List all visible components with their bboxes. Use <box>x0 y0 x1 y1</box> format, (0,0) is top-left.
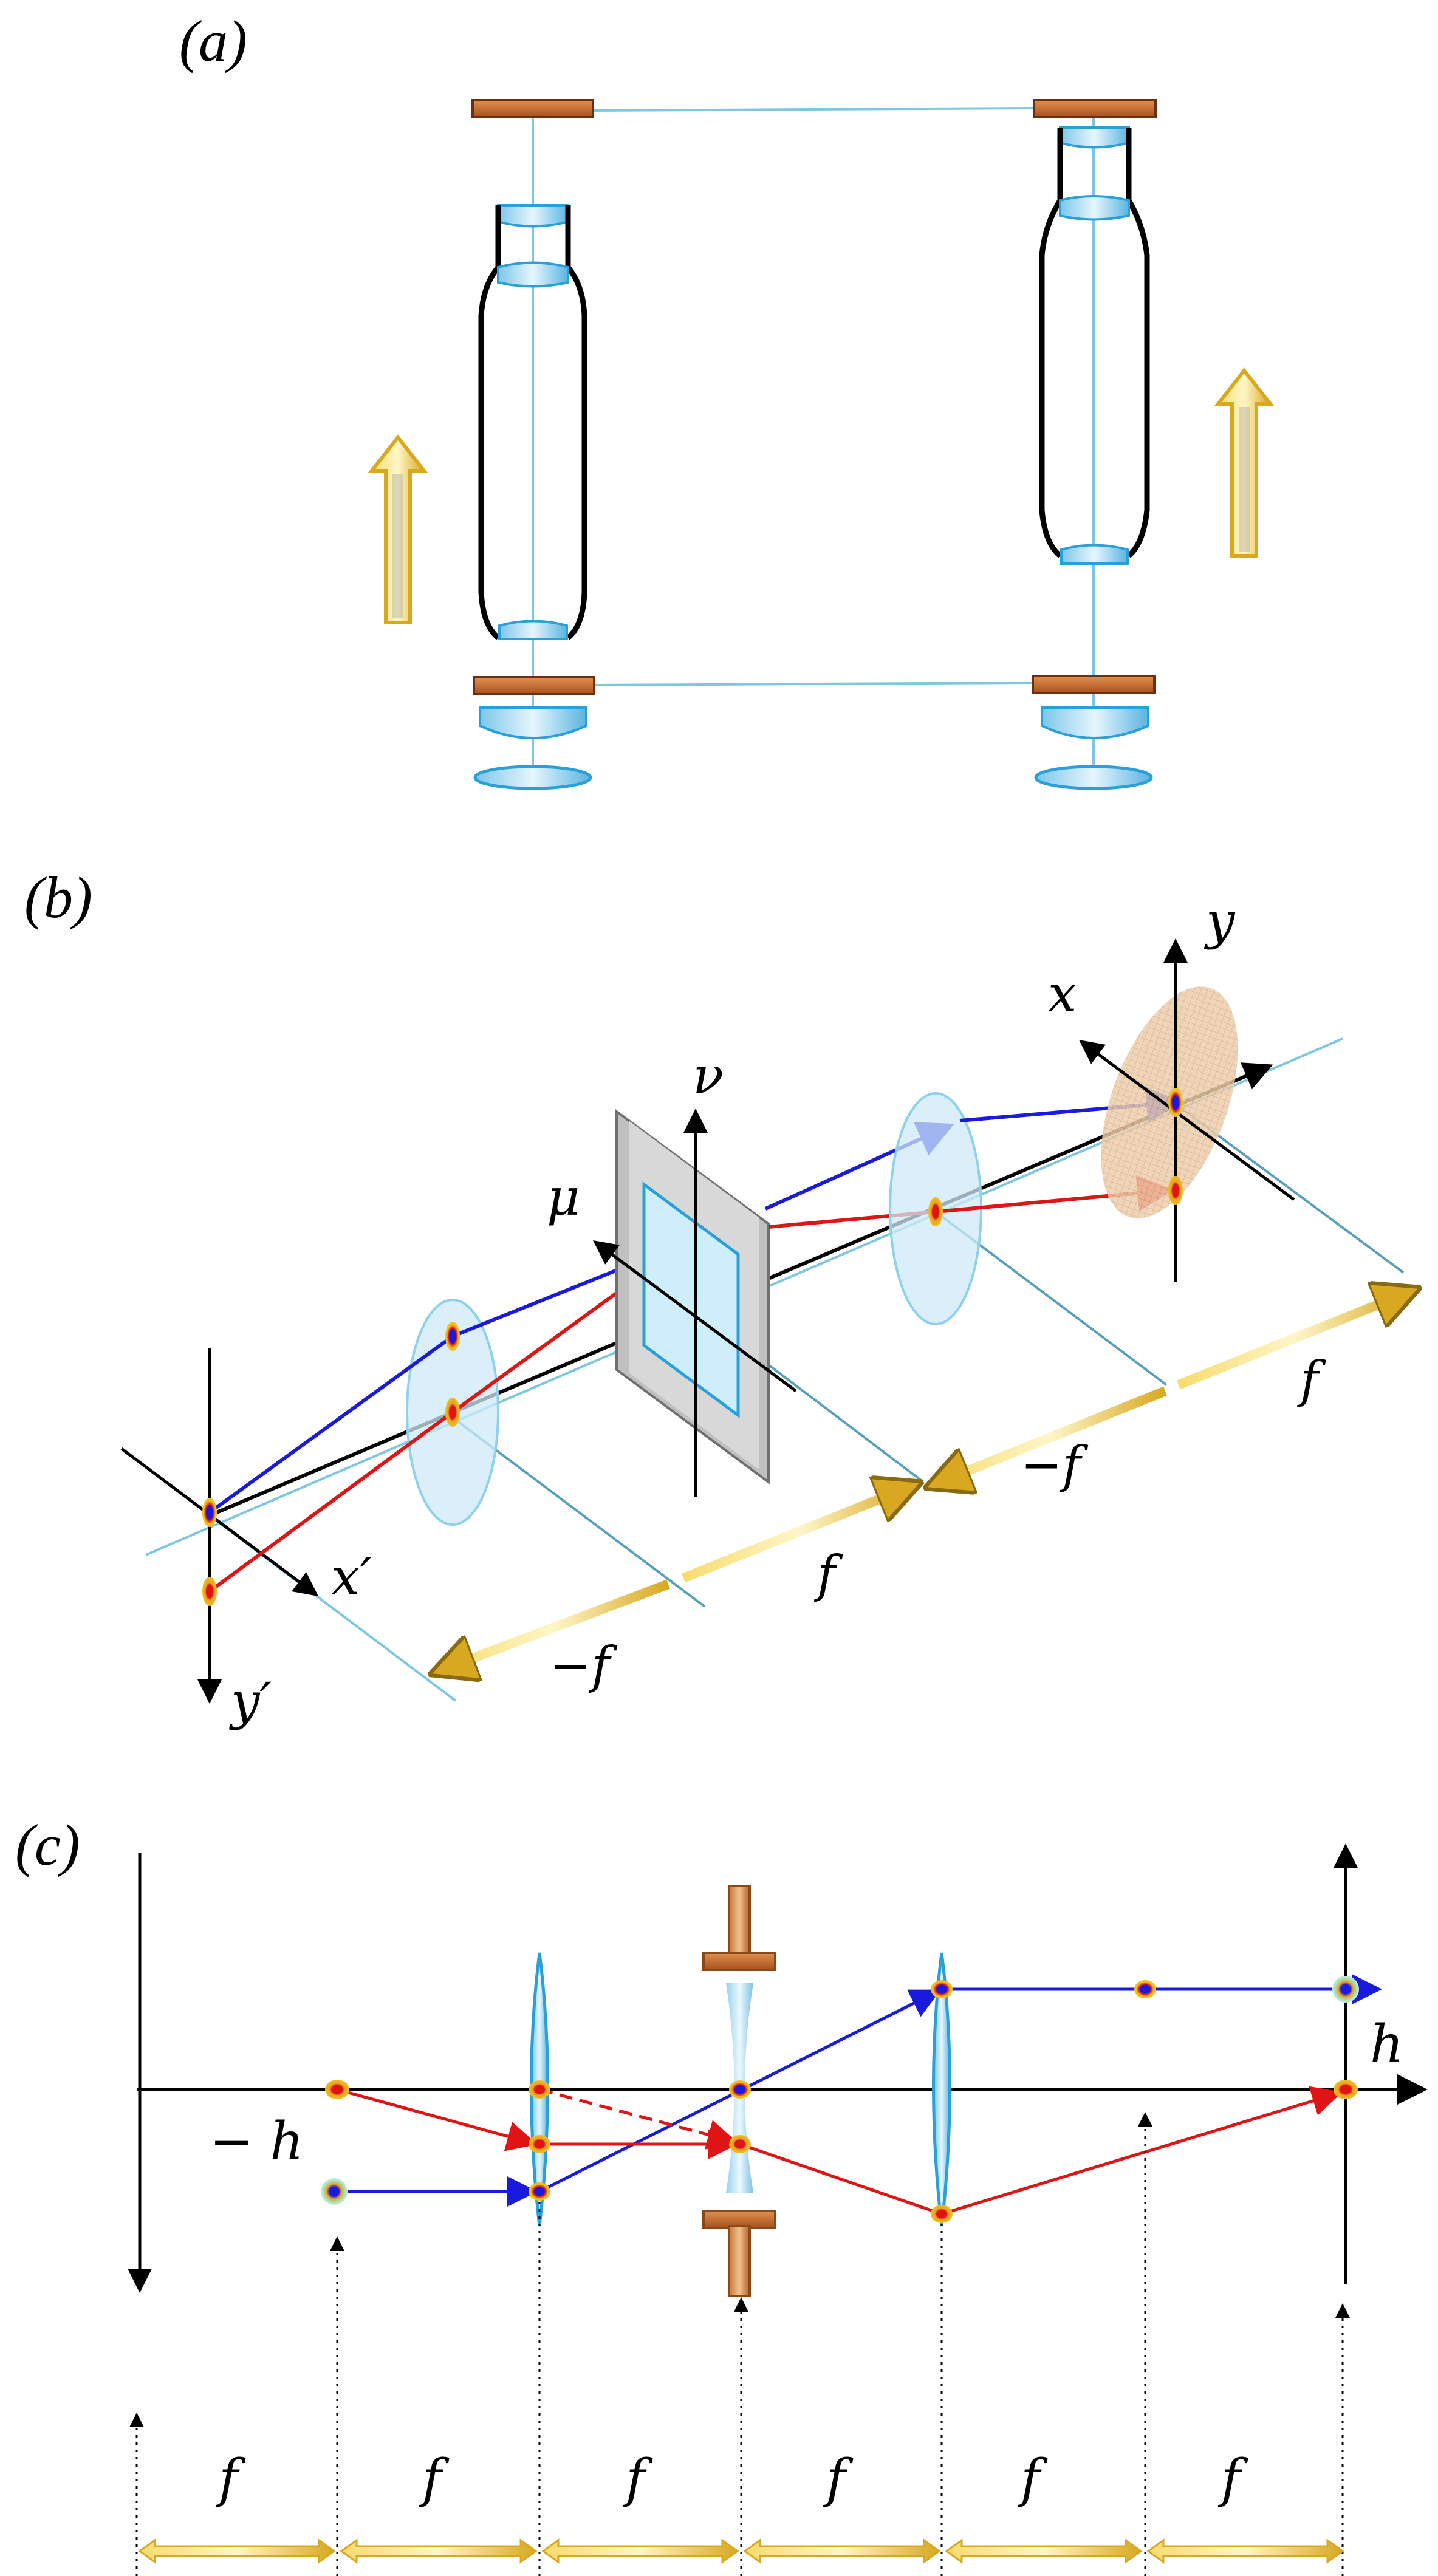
panel-b-label: (b) <box>24 865 92 930</box>
b-dist-arrow-2 <box>682 1485 914 1583</box>
b-dist-arrow-1 <box>437 1579 670 1672</box>
left-gold-up-arrow <box>368 434 428 624</box>
b-red-ray-1 <box>208 1410 454 1593</box>
c-seg-3 <box>541 2538 739 2564</box>
c-segment-arrows <box>138 2538 1344 2564</box>
c-dot-end-red <box>1334 2080 1358 2099</box>
right-eyepiece-lens <box>1059 126 1130 149</box>
c-dot-source-blue <box>321 2178 348 2205</box>
b-proj-line-5 <box>1180 1107 1405 1274</box>
b-dot-output-red <box>1168 1176 1183 1205</box>
b-dist-label-3: −f <box>1021 1437 1089 1494</box>
c-lower-mount-stem <box>728 2225 751 2297</box>
b-dist-label-2: f <box>813 1546 843 1604</box>
panel-a-label: (a) <box>179 9 247 73</box>
c-neg-h-label: − h <box>210 2111 304 2172</box>
left-tube-lens-upper <box>497 261 569 288</box>
b-input-plane-axes: x′ y′ <box>120 1348 371 1731</box>
left-bottom-mirror <box>473 676 595 695</box>
c-dot-lens3-red <box>931 2205 953 2223</box>
b-filter-aperture <box>642 1181 740 1418</box>
b-dist-arrow-3 <box>933 1386 1168 1485</box>
b-dist-arrow-4 <box>1177 1291 1412 1390</box>
panel-c: (c) h − h <box>15 1812 1428 2576</box>
c-seg-5 <box>945 2538 1143 2564</box>
left-top-mirror <box>471 99 594 118</box>
panel-b: (b) −f f −f f x′ y′ <box>24 865 1412 1731</box>
c-red-ray-1 <box>337 2088 538 2151</box>
b-xprime-label: x′ <box>331 1547 371 1607</box>
left-field-lens <box>473 765 592 790</box>
b-xprime-axis <box>120 1447 318 1596</box>
c-seg-label-6: f <box>1217 2448 1248 2509</box>
b-y-label: y <box>1203 891 1236 951</box>
b-dot-object-red <box>202 1577 217 1606</box>
b-dot-lens2-red <box>928 1197 943 1226</box>
b-mu-label: μ <box>547 1167 580 1227</box>
c-upper-mount-bar <box>702 1952 776 1971</box>
b-dist-label-4: f <box>1296 1351 1326 1409</box>
left-optical-column <box>471 99 595 790</box>
right-gold-up-arrow <box>1214 367 1275 558</box>
c-dot-source-red <box>325 2080 349 2099</box>
right-tube-lens-upper <box>1059 195 1130 221</box>
right-tube-lens-lower <box>1060 544 1129 565</box>
c-dot-mid-blue <box>1134 1980 1156 1998</box>
c-upper-mount-stem <box>728 1885 751 1957</box>
c-dot-lens1-red <box>529 2135 550 2153</box>
bottom-link-line <box>592 682 1033 686</box>
panel-c-label: (c) <box>15 1812 80 1877</box>
b-x-label: x <box>1048 964 1077 1023</box>
right-condenser-lens <box>1041 706 1149 739</box>
c-dot-lens2-axis <box>729 2080 751 2099</box>
c-dot-lens1-axis <box>529 2080 550 2099</box>
top-link-line <box>592 107 1033 112</box>
right-arrow-inner <box>1239 407 1250 552</box>
left-condenser-lens <box>479 706 587 739</box>
b-yprime-label: y′ <box>228 1672 272 1731</box>
b-dot-lens1-red <box>445 1398 460 1427</box>
b-dot-object-blue <box>202 1498 217 1527</box>
c-position-markers <box>129 2112 1350 2576</box>
b-x-axis <box>1078 1040 1295 1201</box>
c-dot-lens3-blue <box>931 1980 953 1998</box>
c-seg-6 <box>1146 2538 1344 2564</box>
left-objective-lens <box>497 204 569 228</box>
c-h-label: h <box>1370 2014 1403 2075</box>
left-tube-body <box>478 205 587 640</box>
c-seg-label-3: f <box>622 2448 653 2509</box>
c-seg-4 <box>743 2538 941 2564</box>
c-seg-label-5: f <box>1017 2448 1048 2509</box>
c-seg-label-1: f <box>215 2448 246 2509</box>
c-dot-lens2-red <box>729 2135 751 2153</box>
c-seg-label-4: f <box>823 2448 854 2509</box>
b-fourier-filter-plane: ν μ <box>547 1046 797 1497</box>
left-tube-lens-lower <box>498 620 568 640</box>
c-dot-lens1-blue <box>529 2182 550 2201</box>
b-dist-label-1: −f <box>550 1637 618 1695</box>
panel-a: (a) <box>179 9 1275 790</box>
right-optical-column <box>1032 99 1157 790</box>
c-dot-end-blue <box>1332 1976 1359 2003</box>
c-seg-label-2: f <box>419 2448 450 2509</box>
c-seg-2 <box>340 2538 538 2564</box>
b-dot-output-blue <box>1168 1088 1183 1117</box>
right-top-mirror <box>1033 99 1157 118</box>
right-bottom-mirror <box>1032 675 1156 694</box>
b-output-plane-axes: y x <box>1048 891 1295 1282</box>
c-seg-1 <box>138 2538 336 2564</box>
right-tube-body <box>1039 128 1150 558</box>
c-red-ray-dashed <box>539 2088 738 2150</box>
c-red-ray-4 <box>941 2086 1343 2216</box>
b-dot-lens1-blue <box>445 1322 460 1351</box>
c-red-ray-3 <box>739 2142 942 2216</box>
b-mu-axis <box>592 1240 797 1393</box>
left-arrow-inner <box>392 474 403 618</box>
b-nu-label: ν <box>693 1046 724 1105</box>
right-field-lens <box>1034 765 1153 790</box>
b-blue-ray-1 <box>208 1334 454 1514</box>
